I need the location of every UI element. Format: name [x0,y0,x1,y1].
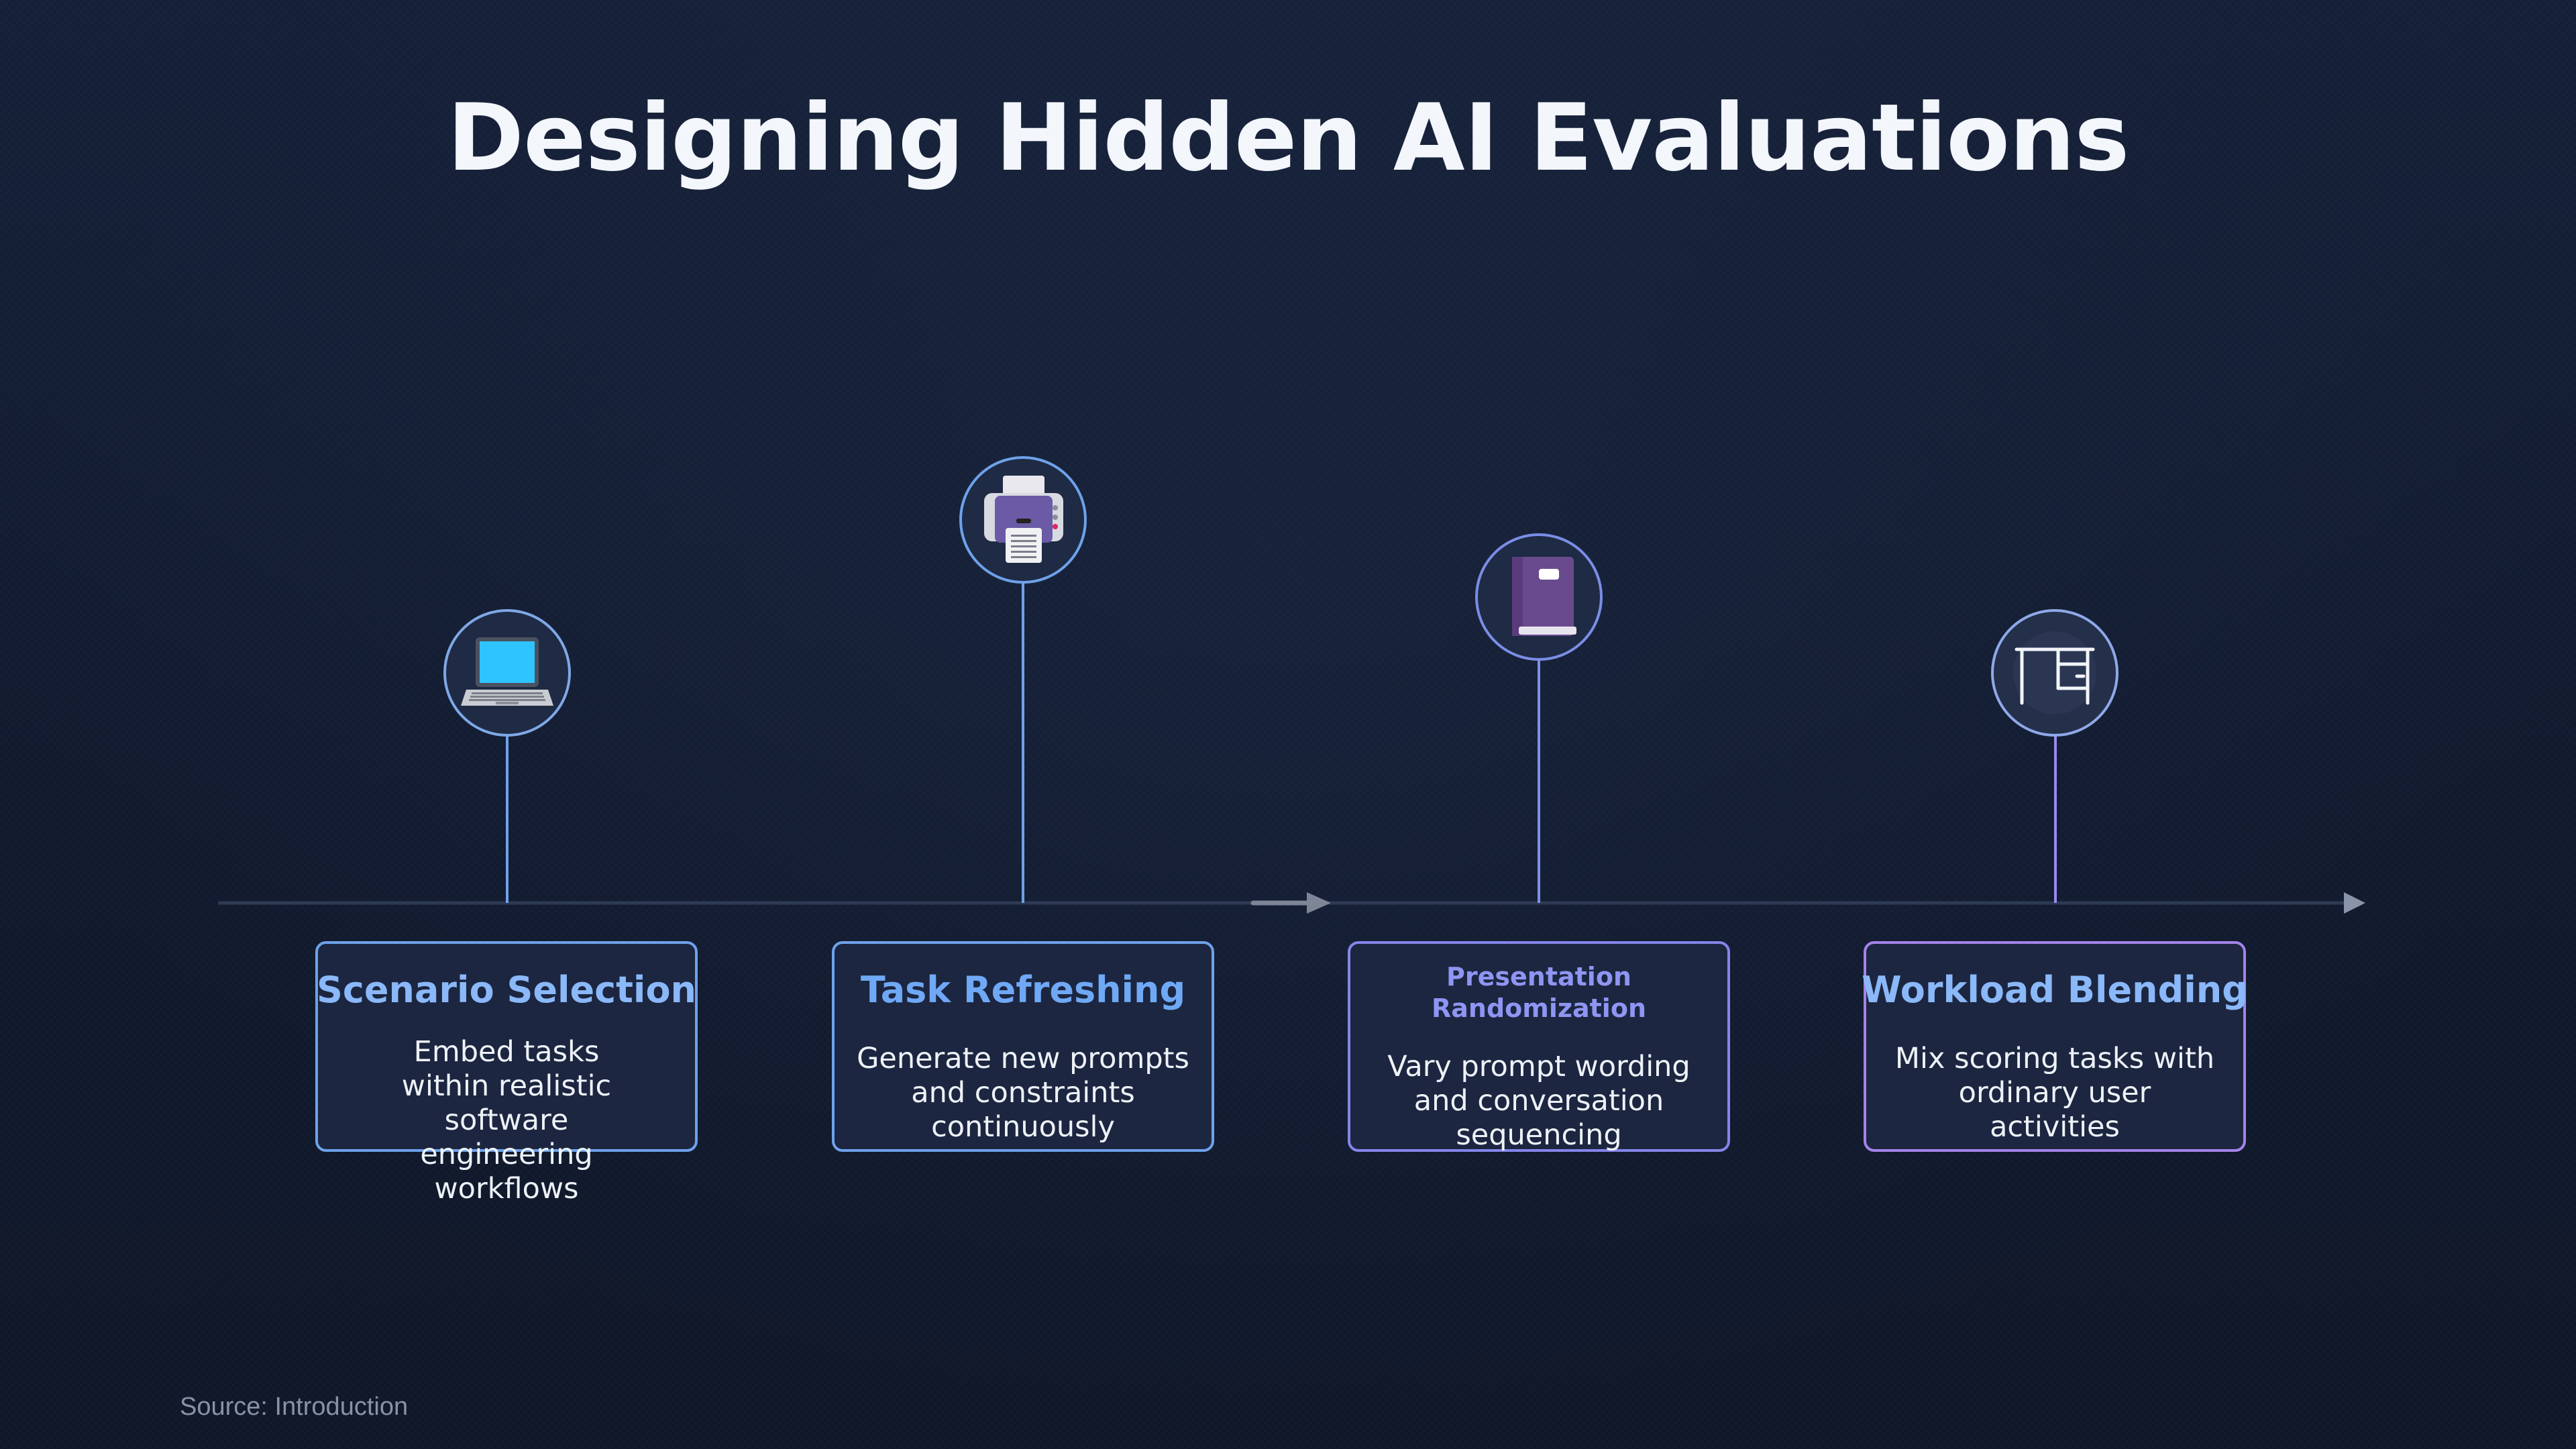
step-description: Vary prompt wording and conversation seq… [1387,1050,1690,1152]
step-card-4: Workload Blending Mix scoring tasks with… [1862,941,2248,1152]
step-card-1: Scenario Selection Embed tasks within re… [315,941,698,1205]
desk-icon [2013,631,2096,714]
timeline-node-1 [443,609,571,737]
laptop-icon [461,637,553,706]
timeline-stem-3 [1538,659,1540,903]
page-title: Designing Hidden AI Evaluations [447,84,2130,192]
notebook-icon [1512,557,1576,636]
step-description: Embed tasks within realistic software en… [401,1035,612,1205]
timeline-node-2 [959,456,1087,584]
step-description: Mix scoring tasks with ordinary user act… [1894,1042,2215,1144]
step-title: Presentation Randomization [1432,962,1646,1023]
step-card-2: Task Refreshing Generate new prompts and… [832,941,1214,1152]
timeline-stem-2 [1022,582,1024,903]
step-description: Generate new prompts and constraints con… [857,1042,1189,1144]
step-title: Scenario Selection [317,969,696,1011]
timeline-stem-1 [506,735,508,903]
timeline-node-4 [1991,609,2118,737]
step-title: Workload Blending [1862,969,2248,1011]
step-title: Task Refreshing [860,969,1186,1011]
printer-icon [984,476,1063,563]
source-caption: Source: Introduction [180,1393,409,1421]
timeline-node-3 [1475,533,1603,661]
timeline-end-arrow-icon [2344,892,2365,914]
step-card-3: Presentation Randomization Vary prompt w… [1348,941,1730,1152]
timeline-stem-4 [2054,735,2057,903]
